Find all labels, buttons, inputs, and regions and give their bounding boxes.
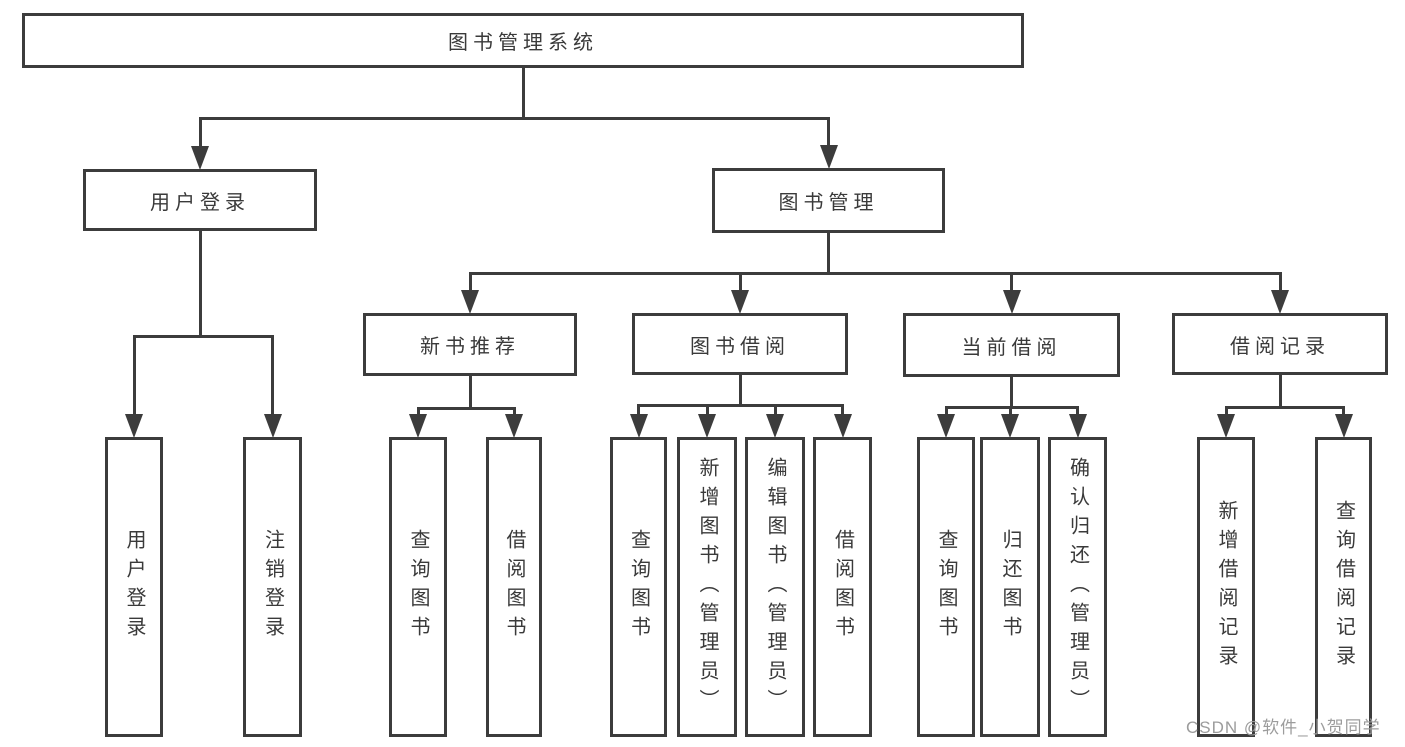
node-label: 归还图书 (999, 529, 1021, 645)
node-label: 查询借阅记录 (1332, 500, 1355, 674)
node-book-borrow: 图书借阅 (632, 313, 848, 375)
arrowhead-icon (819, 145, 838, 169)
connector-line (271, 335, 274, 417)
connector-line (468, 272, 472, 293)
node-book-mgmt: 图书管理 (712, 168, 945, 233)
connector-line (1076, 406, 1079, 417)
connector-line (1342, 406, 1345, 417)
connector-line (738, 375, 742, 407)
arrowhead-icon (833, 414, 852, 438)
node-label: 查询图书 (407, 529, 429, 645)
connector-line (637, 404, 844, 407)
connector-line (1224, 406, 1228, 417)
connector-line (1010, 272, 1013, 293)
connector-line (738, 272, 742, 293)
node-label: 借阅图书 (831, 529, 854, 645)
node-label: 借阅记录 (1230, 335, 1330, 358)
node-label: 新书推荐 (420, 336, 520, 358)
arrowhead-icon (731, 290, 749, 314)
node-label: 用户登录 (123, 529, 145, 645)
node-leaf-br-add: 新增借阅记录 (1197, 437, 1255, 737)
node-label: 新增借阅记录 (1215, 500, 1237, 674)
node-current-borrow: 当前借阅 (903, 313, 1120, 377)
node-label: 借阅图书 (503, 529, 525, 645)
connector-line (198, 117, 202, 149)
connector-line (705, 404, 709, 417)
node-leaf-nb-borrow: 借阅图书 (486, 437, 542, 737)
connector-line (944, 406, 1079, 409)
connector-line (1278, 272, 1282, 293)
node-user-login: 用户登录 (83, 169, 317, 231)
node-leaf-cb-query: 查询图书 (917, 437, 975, 737)
arrowhead-icon (125, 414, 143, 438)
arrowhead-icon (263, 414, 282, 438)
watermark: CSDN @软件_小贺同学 (1186, 718, 1381, 737)
node-leaf-bb-query: 查询图书 (610, 437, 667, 737)
connector-line (198, 117, 830, 120)
node-label: 确认归还（管理员） (1066, 456, 1089, 718)
node-leaf-nb-query: 查询图书 (389, 437, 447, 737)
connector-line (637, 404, 640, 417)
arrowhead-icon (191, 146, 209, 170)
arrowhead-icon (461, 290, 479, 314)
connector-line (1008, 406, 1012, 417)
arrowhead-icon (505, 414, 523, 438)
node-leaf-cb-return: 归还图书 (980, 437, 1040, 737)
node-label: 用户登录 (150, 191, 250, 214)
node-label: 查询图书 (627, 529, 650, 645)
node-label: 注销登录 (261, 529, 284, 645)
connector-line (827, 117, 830, 148)
connector-line (827, 233, 830, 275)
node-leaf-bb-add: 新增图书（管理员） (677, 437, 737, 737)
connector-line (198, 231, 202, 338)
node-leaf-logout: 注销登录 (243, 437, 302, 737)
node-leaf-br-query: 查询借阅记录 (1315, 437, 1372, 737)
arrowhead-icon (766, 414, 784, 438)
node-label: 当前借阅 (961, 336, 1062, 359)
connector-line (416, 407, 516, 410)
node-leaf-cb-confirm: 确认归还（管理员） (1048, 437, 1107, 737)
node-leaf-bb-borrow: 借阅图书 (813, 437, 872, 737)
node-label: 图书借阅 (690, 335, 790, 358)
arrowhead-icon (937, 414, 955, 438)
node-borrow-records: 借阅记录 (1172, 313, 1388, 375)
connector-line (132, 335, 274, 338)
connector-line (512, 407, 516, 417)
connector-line (773, 404, 777, 417)
connector-line (416, 407, 420, 417)
arrowhead-icon (629, 414, 648, 438)
connector-line (132, 335, 136, 417)
arrowhead-icon (1217, 414, 1235, 438)
node-leaf-login: 用户登录 (105, 437, 163, 737)
arrowhead-icon (1002, 290, 1021, 314)
connector-line (468, 376, 472, 410)
connector-line (841, 404, 844, 417)
connector-line (944, 406, 948, 417)
node-label: 编辑图书（管理员） (764, 456, 786, 718)
node-leaf-bb-edit: 编辑图书（管理员） (745, 437, 805, 737)
connector-line (521, 68, 525, 120)
arrowhead-icon (1271, 290, 1289, 314)
arrowhead-icon (1334, 414, 1353, 438)
arrowhead-icon (1068, 414, 1087, 438)
arrowhead-icon (1001, 414, 1019, 438)
node-root: 图书管理系统 (22, 13, 1024, 68)
node-new-book: 新书推荐 (363, 313, 577, 376)
connector-line (1278, 375, 1282, 409)
node-label: 图书管理 (778, 192, 879, 214)
arrowhead-icon (698, 414, 716, 438)
connector-line (1224, 406, 1345, 409)
node-label: 新增图书（管理员） (696, 456, 718, 718)
node-label: 查询图书 (935, 529, 957, 645)
connector-line (1010, 377, 1013, 409)
connector-line (468, 272, 1282, 275)
arrowhead-icon (409, 414, 427, 438)
node-label: 图书管理系统 (448, 32, 598, 54)
